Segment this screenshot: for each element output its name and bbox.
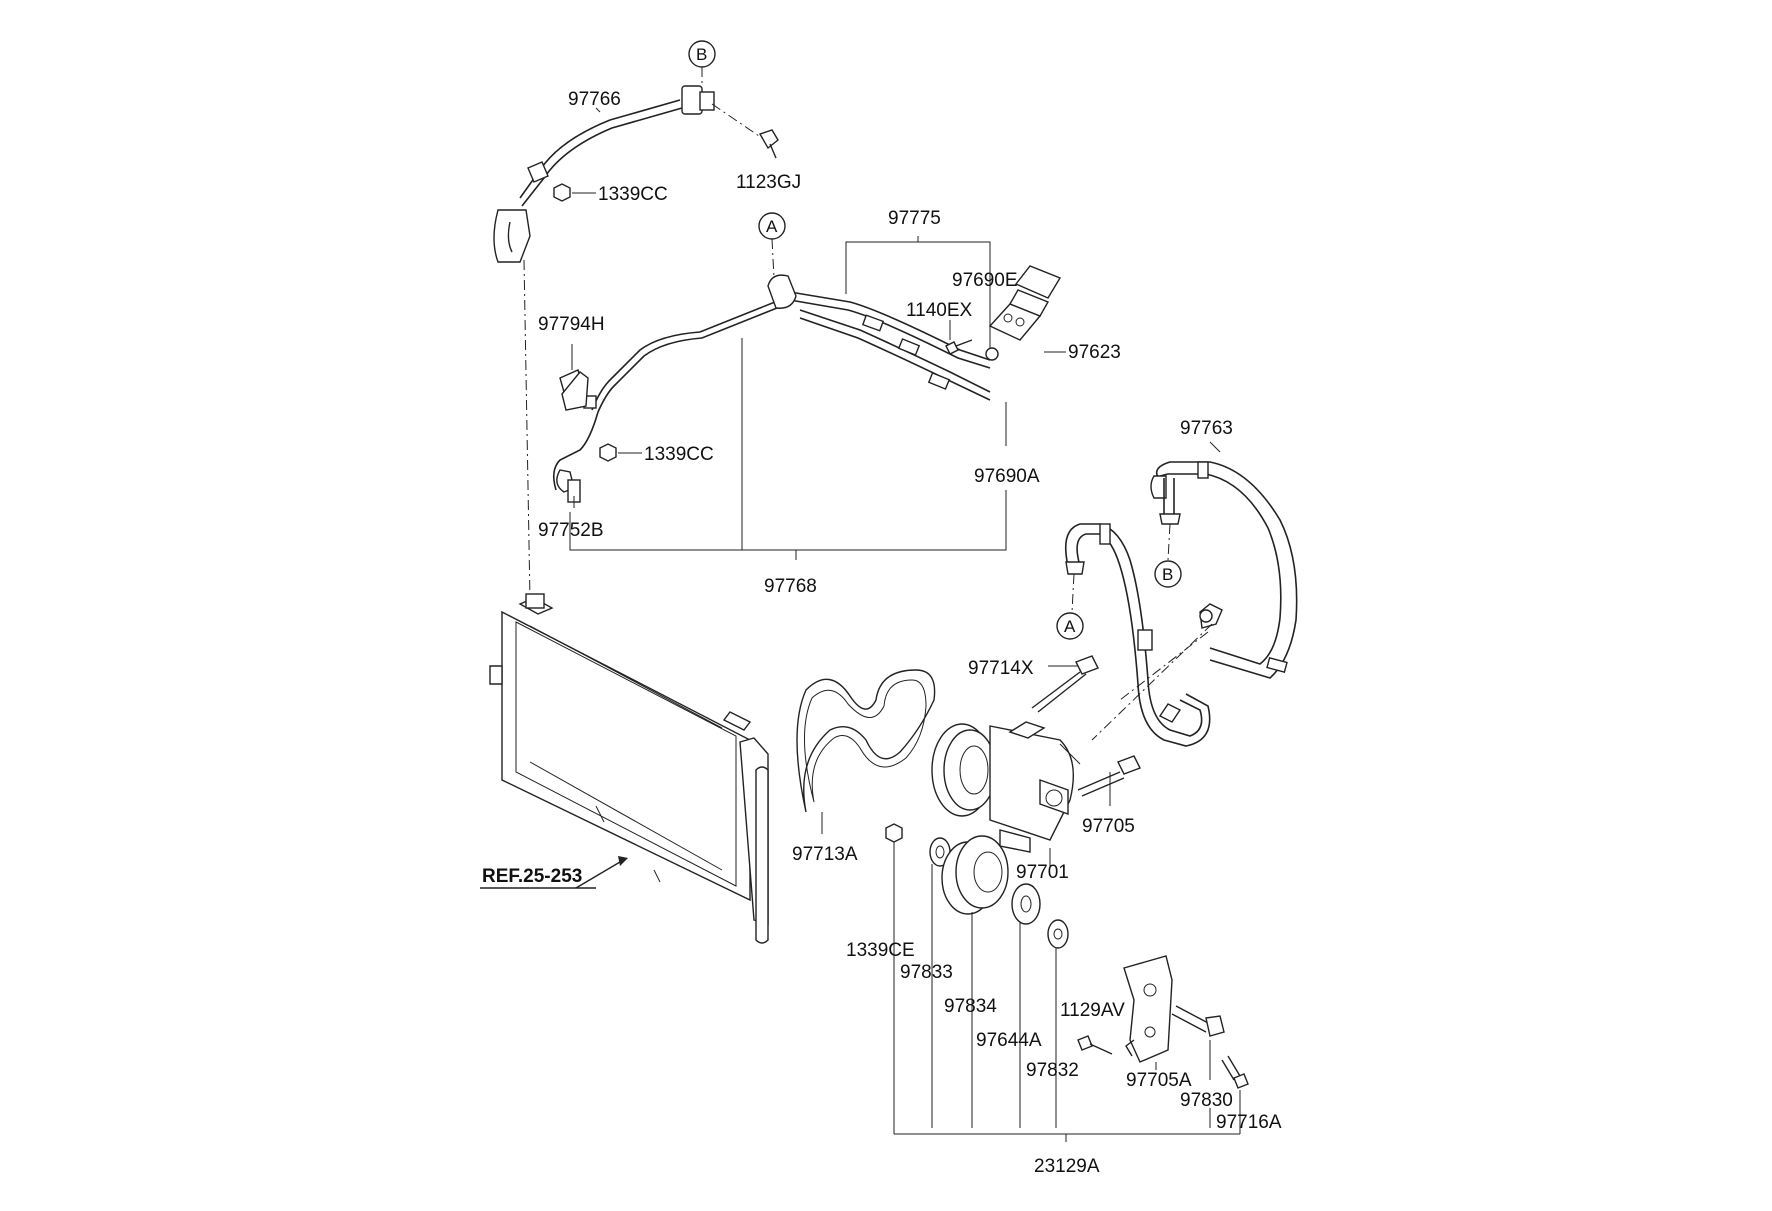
leader-97763 — [1209, 441, 1221, 453]
bracket-97794H[interactable] — [561, 344, 589, 411]
label-97832: 97832 — [1026, 1060, 1079, 1081]
label-97644A: 97644A — [976, 1030, 1042, 1051]
label-97705A: 97705A — [1126, 1070, 1192, 1091]
label-97768: 97768 — [764, 576, 817, 597]
callout-b-top: B — [688, 40, 716, 86]
label-97713A: 97713A — [792, 844, 858, 865]
bracket-97705A[interactable] — [1123, 955, 1173, 1070]
label-97752B: 97752B — [538, 520, 604, 541]
label-97705: 97705 — [1082, 816, 1135, 837]
label-1339CE: 1339CE — [846, 940, 915, 961]
callout-a-right-letter: A — [1064, 617, 1076, 636]
label-1129AV: 1129AV — [1060, 1000, 1125, 1021]
washer-97833[interactable] — [929, 837, 951, 1128]
nut-1339CC-top[interactable] — [553, 183, 596, 202]
label-97690A: 97690A — [974, 466, 1040, 487]
liquid-tube-assembly-97768[interactable] — [552, 274, 991, 503]
label-97833: 97833 — [900, 962, 953, 983]
bolt-97830[interactable] — [1171, 1005, 1225, 1128]
label-97623: 97623 — [1068, 342, 1121, 363]
washer-97832[interactable] — [1047, 919, 1069, 1128]
belt-97713A[interactable] — [796, 669, 936, 834]
discharge-hose-right[interactable] — [1064, 523, 1211, 747]
ref-arrow — [480, 856, 628, 889]
discharge-hose-97766[interactable] — [493, 85, 715, 263]
bolt-97716A[interactable] — [1221, 1055, 1249, 1128]
compressor-97701[interactable] — [931, 721, 1081, 866]
bolt-97705[interactable] — [1077, 755, 1141, 806]
bolt-1140EX[interactable] — [945, 320, 973, 355]
callout-b-right: B — [1154, 523, 1182, 588]
nut-1339CE[interactable] — [885, 823, 903, 1128]
label-97766: 97766 — [568, 89, 621, 110]
label-97775: 97775 — [888, 208, 941, 229]
condenser[interactable] — [489, 593, 769, 944]
label-ref-25-253: REF.25-253 — [482, 866, 582, 887]
label-97763: 97763 — [1180, 418, 1233, 439]
disc-97644A[interactable] — [1011, 883, 1041, 1128]
oring-97690E[interactable] — [985, 290, 999, 361]
callout-a-top: A — [758, 212, 786, 279]
callout-a-right: A — [1056, 573, 1084, 640]
callout-b-right-letter: B — [1162, 565, 1173, 584]
bracket-97768 — [569, 490, 1007, 551]
suction-hose-97763[interactable] — [0, 0, 1298, 679]
label-1339CC-mid: 1339CC — [644, 444, 714, 465]
label-1140EX: 1140EX — [906, 300, 973, 321]
label-97794H: 97794H — [538, 314, 605, 335]
callout-b-top-letter: B — [696, 45, 707, 64]
pulley-97834[interactable] — [941, 835, 1009, 1128]
label-97716A: 97716A — [1216, 1112, 1282, 1133]
label-97714X: 97714X — [968, 658, 1034, 679]
dashline-hose-condenser — [523, 259, 531, 601]
bolt-1129AV[interactable] — [1077, 1035, 1113, 1055]
label-97834: 97834 — [944, 996, 997, 1017]
bolt-1123GJ[interactable] — [711, 103, 779, 159]
label-97701: 97701 — [1016, 862, 1069, 883]
label-23129A: 23129A — [1034, 1156, 1100, 1177]
callout-a-top-letter: A — [766, 217, 778, 236]
leader-97766 — [595, 107, 601, 113]
label-1339CC-top: 1339CC — [598, 184, 668, 205]
nut-1339CC-mid[interactable] — [599, 443, 642, 462]
label-97830: 97830 — [1180, 1090, 1233, 1111]
label-97690E: 97690E — [952, 270, 1018, 291]
expansion-valve-97623[interactable] — [988, 265, 1066, 353]
bolt-97714X[interactable] — [1031, 655, 1099, 713]
label-1123GJ: 1123GJ — [736, 172, 801, 193]
